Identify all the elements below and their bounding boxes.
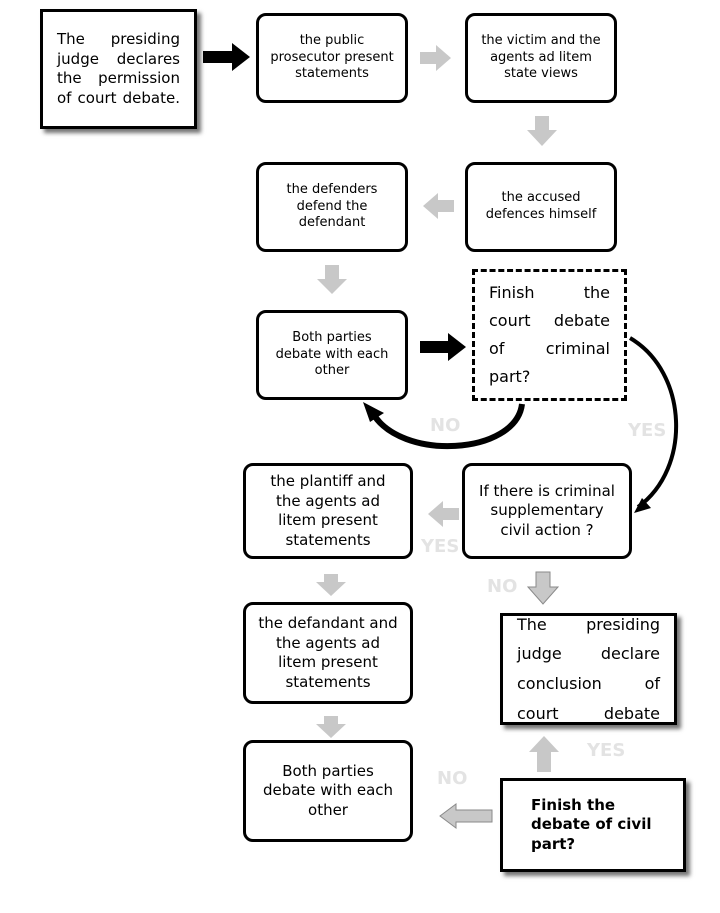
node-judge-permission: The presiding judge declares the permiss… xyxy=(40,9,197,129)
arrow-accused-to-defenders xyxy=(423,193,454,219)
node-debate-civil-text: Both parties debate with each other xyxy=(262,761,394,819)
node-defenders: the defenders defend the defendant xyxy=(256,162,408,252)
arrow-no-loop-criminal-head xyxy=(363,402,384,422)
arrow-defendant-to-debate-civil xyxy=(316,716,346,738)
arrow-victim-to-accused xyxy=(527,116,557,146)
arrow-finish-civil-to-debate-civil xyxy=(439,803,493,829)
arrow-civil-to-conclusion xyxy=(526,571,560,605)
node-civil-action-text: If there is criminal supplementary civil… xyxy=(479,481,615,539)
node-debate-civil: Both parties debate with each other xyxy=(243,740,413,842)
label-yes-criminal: YES xyxy=(628,420,667,441)
label-no-criminal: NO xyxy=(430,415,461,436)
label-no-finish-civil: NO xyxy=(437,768,468,789)
node-defenders-text: the defenders defend the defendant xyxy=(286,181,378,231)
label-yes-finish-civil: YES xyxy=(587,740,626,761)
arrow-debate-to-finish-criminal xyxy=(420,333,466,361)
node-civil-action: If there is criminal supplementary civil… xyxy=(462,463,632,559)
arrow-defenders-to-debate xyxy=(317,265,347,294)
node-accused: the accused defences himself xyxy=(465,162,617,252)
node-finish-civil: Finish the debate of civil part? xyxy=(500,778,686,872)
node-defendant: the defandant and the agents ad litem pr… xyxy=(243,602,413,704)
node-finish-criminal: Finish the court debate of criminal part… xyxy=(472,269,627,401)
node-accused-text: the accused defences himself xyxy=(485,190,597,222)
node-prosecutor-text: the public prosecutor present statements xyxy=(270,32,394,82)
node-finish-criminal-text: Finish the court debate of criminal part… xyxy=(489,283,610,386)
node-debate-criminal-text: Both parties debate with each other xyxy=(275,329,389,379)
node-victim-text: the victim and the agents ad litem state… xyxy=(481,32,601,82)
arrow-yes-criminal xyxy=(628,336,678,509)
node-conclusion-text: The presiding judge declare conclusion o… xyxy=(517,614,660,723)
arrow-finish-civil-to-conclusion xyxy=(529,736,559,772)
node-defendant-text: the defandant and the agents ad litem pr… xyxy=(258,614,398,691)
label-no-civil-action: NO xyxy=(487,576,518,597)
arrow-civil-to-plaintiff xyxy=(428,501,459,527)
arrow-yes-criminal-head xyxy=(634,498,651,513)
arrow-judge-to-prosecutor xyxy=(203,43,250,71)
node-victim: the victim and the agents ad litem state… xyxy=(465,13,617,103)
node-debate-criminal: Both parties debate with each other xyxy=(256,310,408,400)
node-conclusion: The presiding judge declare conclusion o… xyxy=(500,613,677,725)
node-finish-civil-text: Finish the debate of civil part? xyxy=(531,795,652,853)
label-yes-civil-action: YES xyxy=(421,536,460,557)
arrow-prosecutor-to-victim xyxy=(420,45,451,71)
node-plaintiff: the plantiff and the agents ad litem pre… xyxy=(243,463,413,559)
node-judge-permission-text: The presiding judge declares the permiss… xyxy=(57,30,180,107)
arrow-no-loop-criminal xyxy=(369,403,525,450)
node-plaintiff-text: the plantiff and the agents ad litem pre… xyxy=(270,472,386,549)
node-prosecutor: the public prosecutor present statements xyxy=(256,13,408,103)
arrow-plaintiff-to-defendant xyxy=(316,574,346,596)
